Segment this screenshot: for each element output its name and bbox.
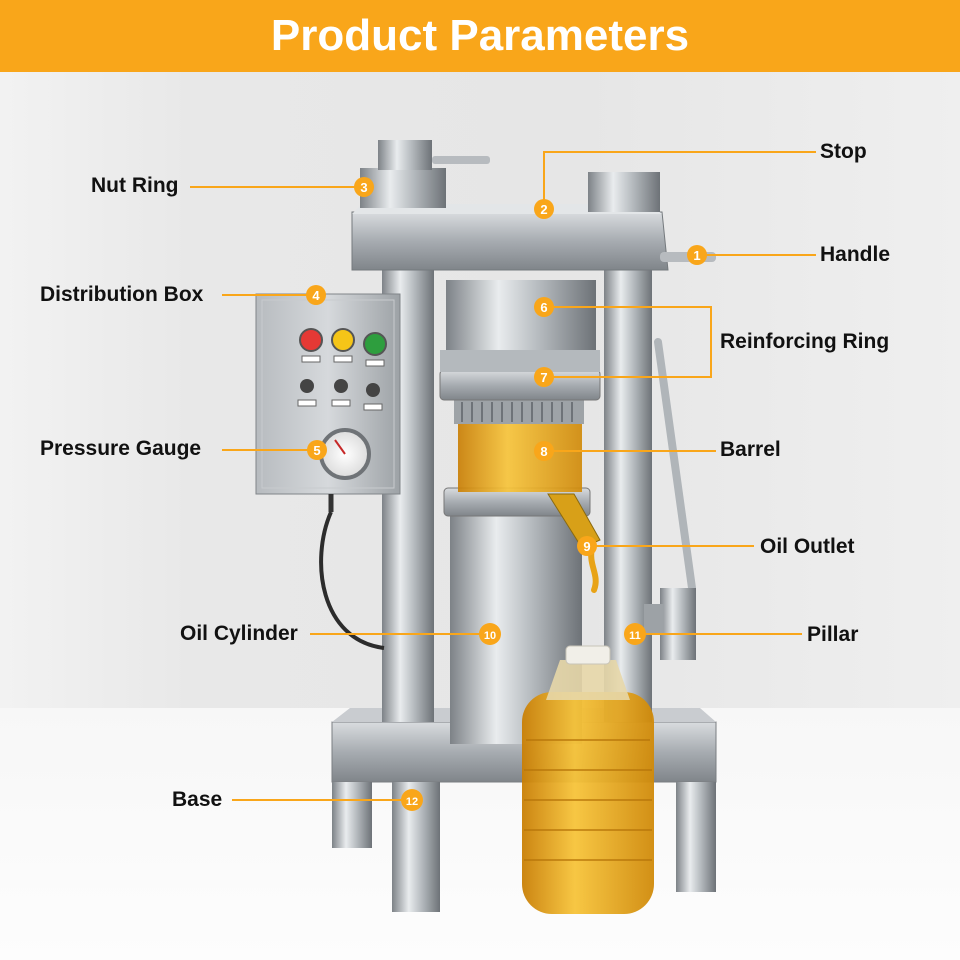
svg-text:4: 4	[312, 288, 320, 303]
svg-text:9: 9	[583, 539, 590, 554]
callout-badge-6: 6	[534, 297, 554, 317]
callout-badge-3: 3	[354, 177, 374, 197]
callout-badge-10: 10	[479, 623, 501, 645]
svg-text:1: 1	[693, 248, 700, 263]
callout-badge-2: 2	[534, 199, 554, 219]
callout-badge-1: 1	[687, 245, 707, 265]
svg-text:10: 10	[484, 630, 496, 642]
page-title: Product Parameters	[270, 11, 690, 60]
label-base: Base	[172, 788, 223, 811]
label-nut-ring: Nut Ring	[91, 174, 179, 197]
callout-badge-11: 11	[624, 623, 646, 645]
svg-text:5: 5	[313, 443, 320, 458]
label-reinforcing-ring: Reinforcing Ring	[720, 330, 890, 353]
label-pressure-gauge: Pressure Gauge	[40, 437, 202, 460]
svg-text:8: 8	[540, 444, 547, 459]
callout-badge-8: 8	[534, 441, 554, 461]
callout-badge-12: 12	[401, 789, 423, 811]
callout-leader-lines	[190, 151, 816, 801]
label-barrel: Barrel	[720, 438, 781, 461]
callout-badge-4: 4	[306, 285, 326, 305]
callout-badge-7: 7	[534, 367, 554, 387]
svg-text:3: 3	[360, 180, 367, 195]
label-stop: Stop	[820, 140, 867, 163]
label-pillar: Pillar	[807, 623, 859, 646]
svg-text:6: 6	[540, 300, 547, 315]
svg-text:2: 2	[540, 202, 547, 217]
svg-text:12: 12	[406, 796, 418, 808]
callout-badge-5: 5	[307, 440, 327, 460]
label-oil-cylinder: Oil Cylinder	[180, 622, 298, 645]
label-handle: Handle	[820, 243, 891, 266]
callout-badge-9: 9	[577, 536, 597, 556]
header-banner: Product Parameters	[0, 0, 960, 72]
label-oil-outlet: Oil Outlet	[760, 535, 855, 558]
label-distribution-box: Distribution Box	[40, 283, 204, 306]
svg-text:7: 7	[540, 370, 547, 385]
svg-text:11: 11	[629, 630, 641, 642]
